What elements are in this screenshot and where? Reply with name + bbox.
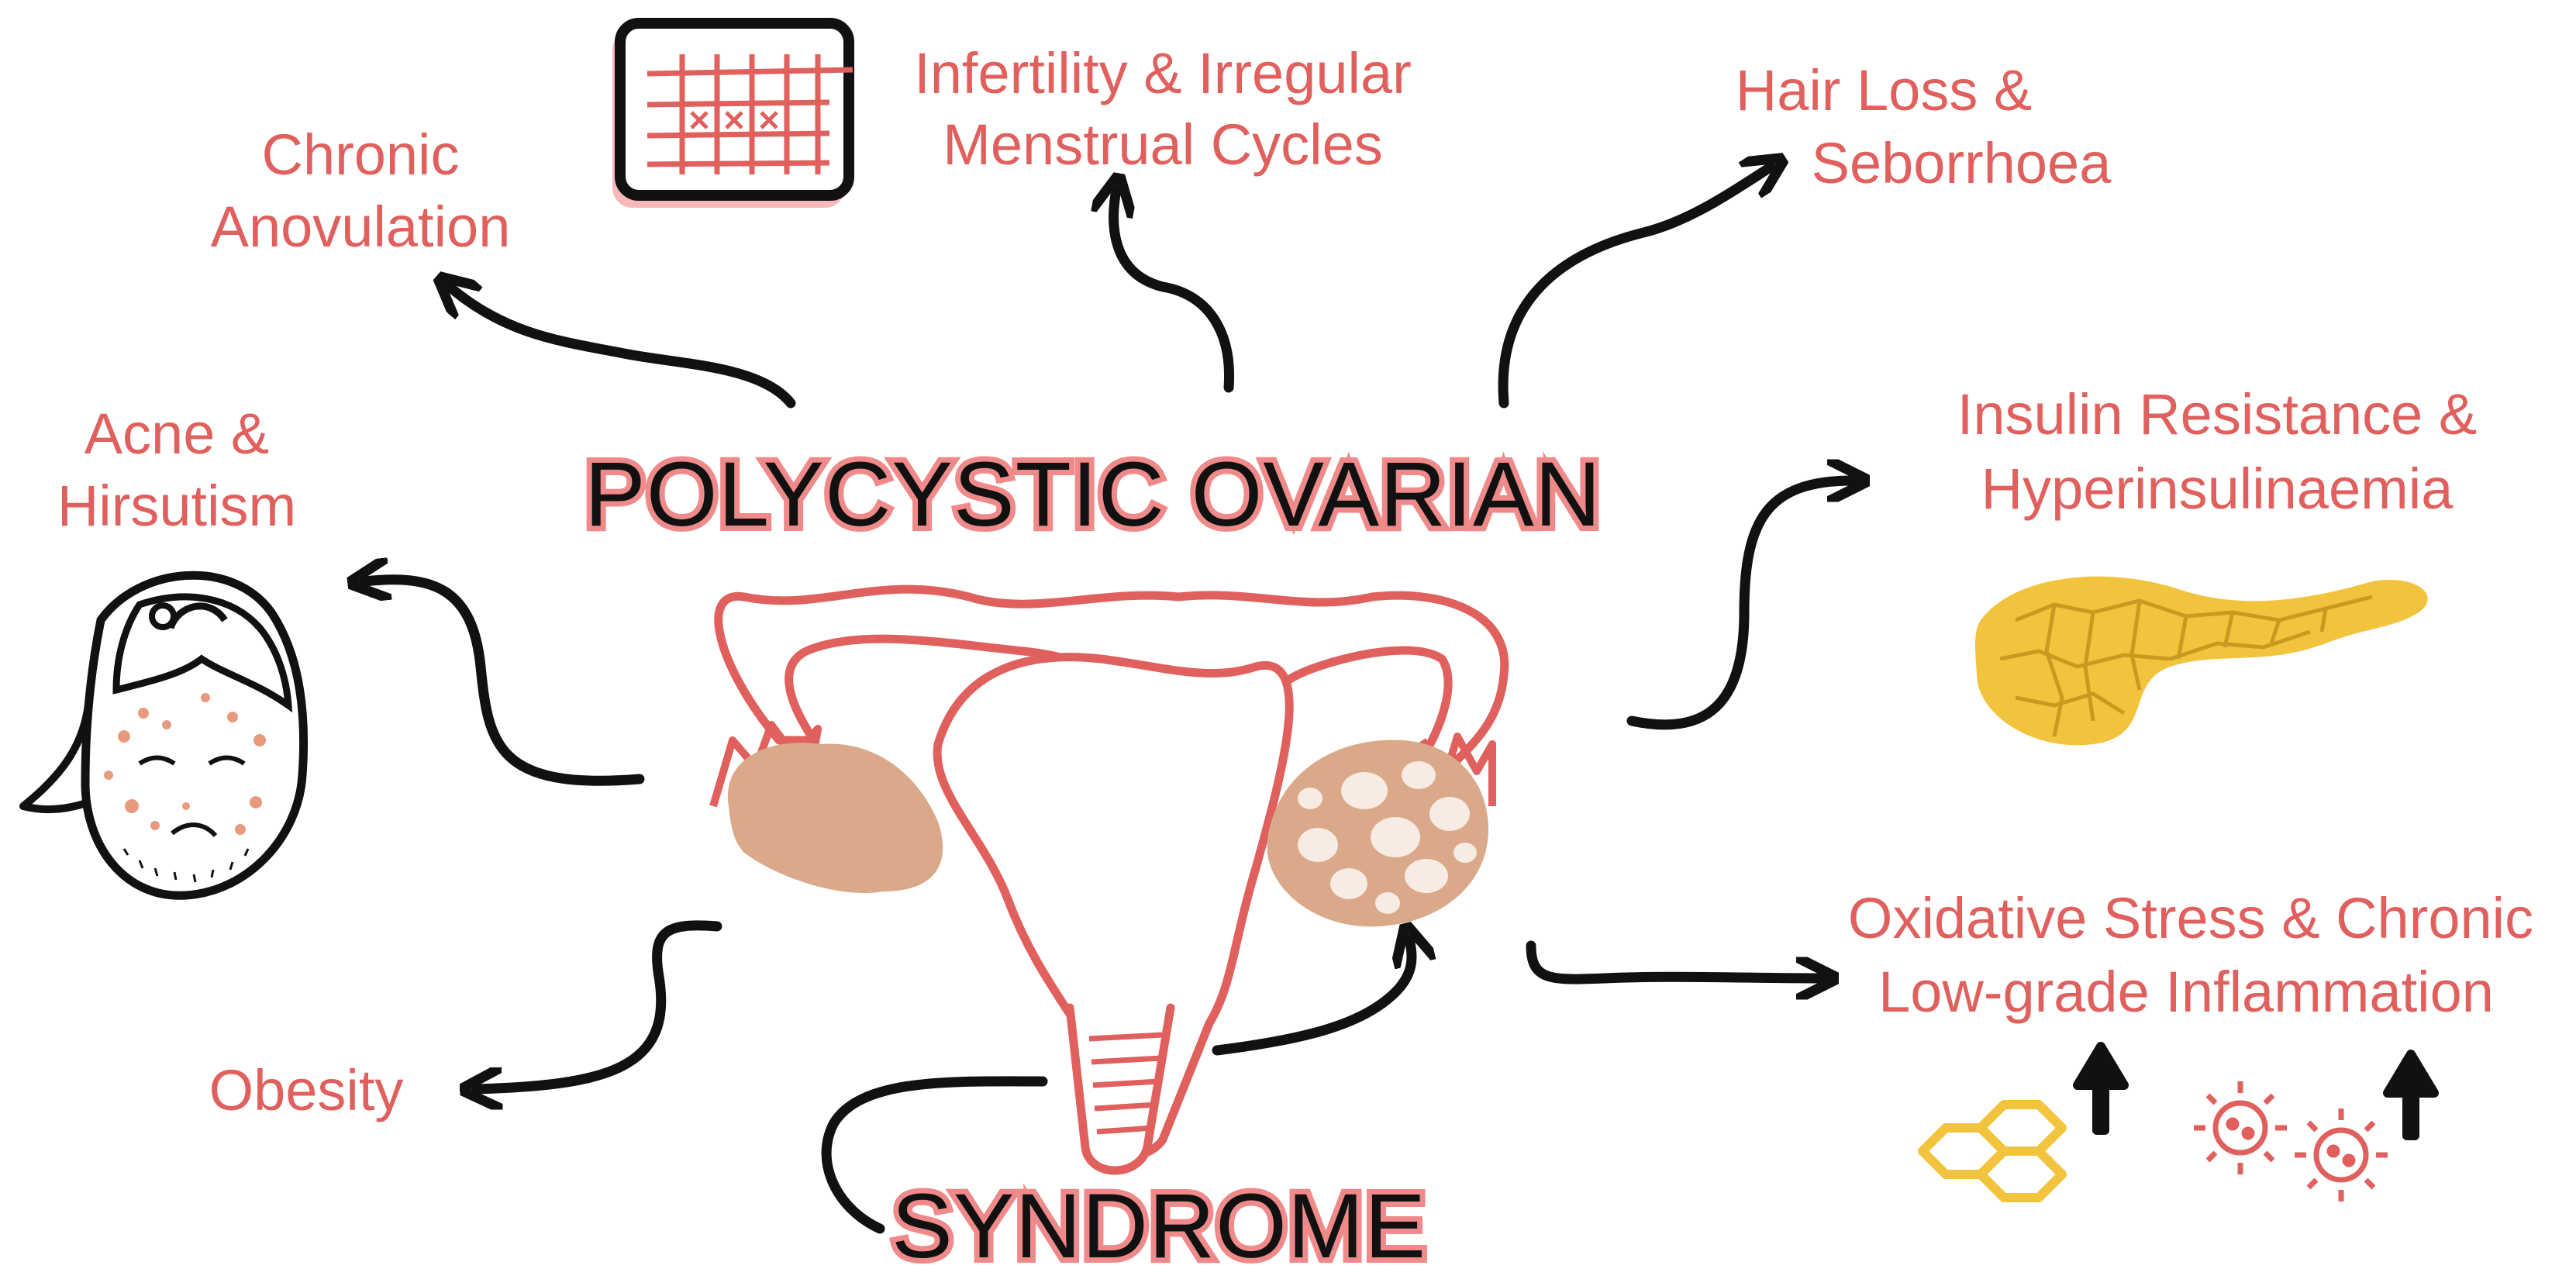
- uterus-ovaries-illustration: [709, 584, 1509, 1175]
- label-obesity: Obesity: [209, 1058, 404, 1122]
- arrow-to-obesity: [477, 920, 722, 1089]
- arrow-syndrome-connector: [821, 1076, 1048, 1234]
- normal-ovary: [727, 743, 943, 893]
- arrow-to-insulin: [1626, 481, 1853, 730]
- arrow-to-oxidative: [1526, 940, 1822, 979]
- pancreas-icon: [1974, 576, 2428, 746]
- label-chronic-anovulation-1: Chronic: [262, 122, 460, 187]
- label-infertility-1: Infertility & Irregular: [914, 41, 1412, 105]
- label-hair-loss-1: Hair Loss &: [1736, 58, 2032, 122]
- calendar-icon: [612, 18, 854, 208]
- label-chronic-anovulation-2: Anovulation: [211, 195, 511, 259]
- adipocyte-icon: [1918, 1100, 2067, 1202]
- arrows: [364, 167, 1853, 1234]
- label-oxidative-2: Low-grade Inflammation: [1878, 960, 2494, 1024]
- up-arrow-icon-2: [2383, 1050, 2439, 1140]
- acne-face-icon: [19, 571, 309, 900]
- arrow-to-hair-loss: [1498, 167, 1771, 409]
- label-insulin-1: Insulin Resistance &: [1957, 382, 2477, 446]
- arrow-to-acne: [364, 580, 645, 786]
- arrow-to-polycystic-ovary: [1212, 940, 1412, 1056]
- label-hair-loss-2: Seborrhoea: [1812, 131, 2112, 195]
- title-line-2: SYNDROME: [891, 1175, 1426, 1277]
- label-oxidative-1: Oxidative Stress & Chronic: [1848, 886, 2533, 950]
- label-acne-2: Hirsutism: [57, 474, 296, 538]
- label-infertility-2: Menstrual Cycles: [943, 112, 1383, 177]
- ovary-cysts: [1298, 761, 1477, 914]
- label-insulin-2: Hyperinsulinaemia: [1981, 457, 2454, 521]
- title-line-1: POLYCYSTIC OVARIAN: [585, 443, 1602, 546]
- label-acne-1: Acne &: [84, 402, 270, 466]
- up-arrow-icon-1: [2073, 1042, 2129, 1135]
- arrow-to-chronic-anovulation: [450, 287, 796, 409]
- arrow-to-infertility: [1114, 190, 1235, 393]
- inflammation-virus-icon: [2194, 1081, 2388, 1202]
